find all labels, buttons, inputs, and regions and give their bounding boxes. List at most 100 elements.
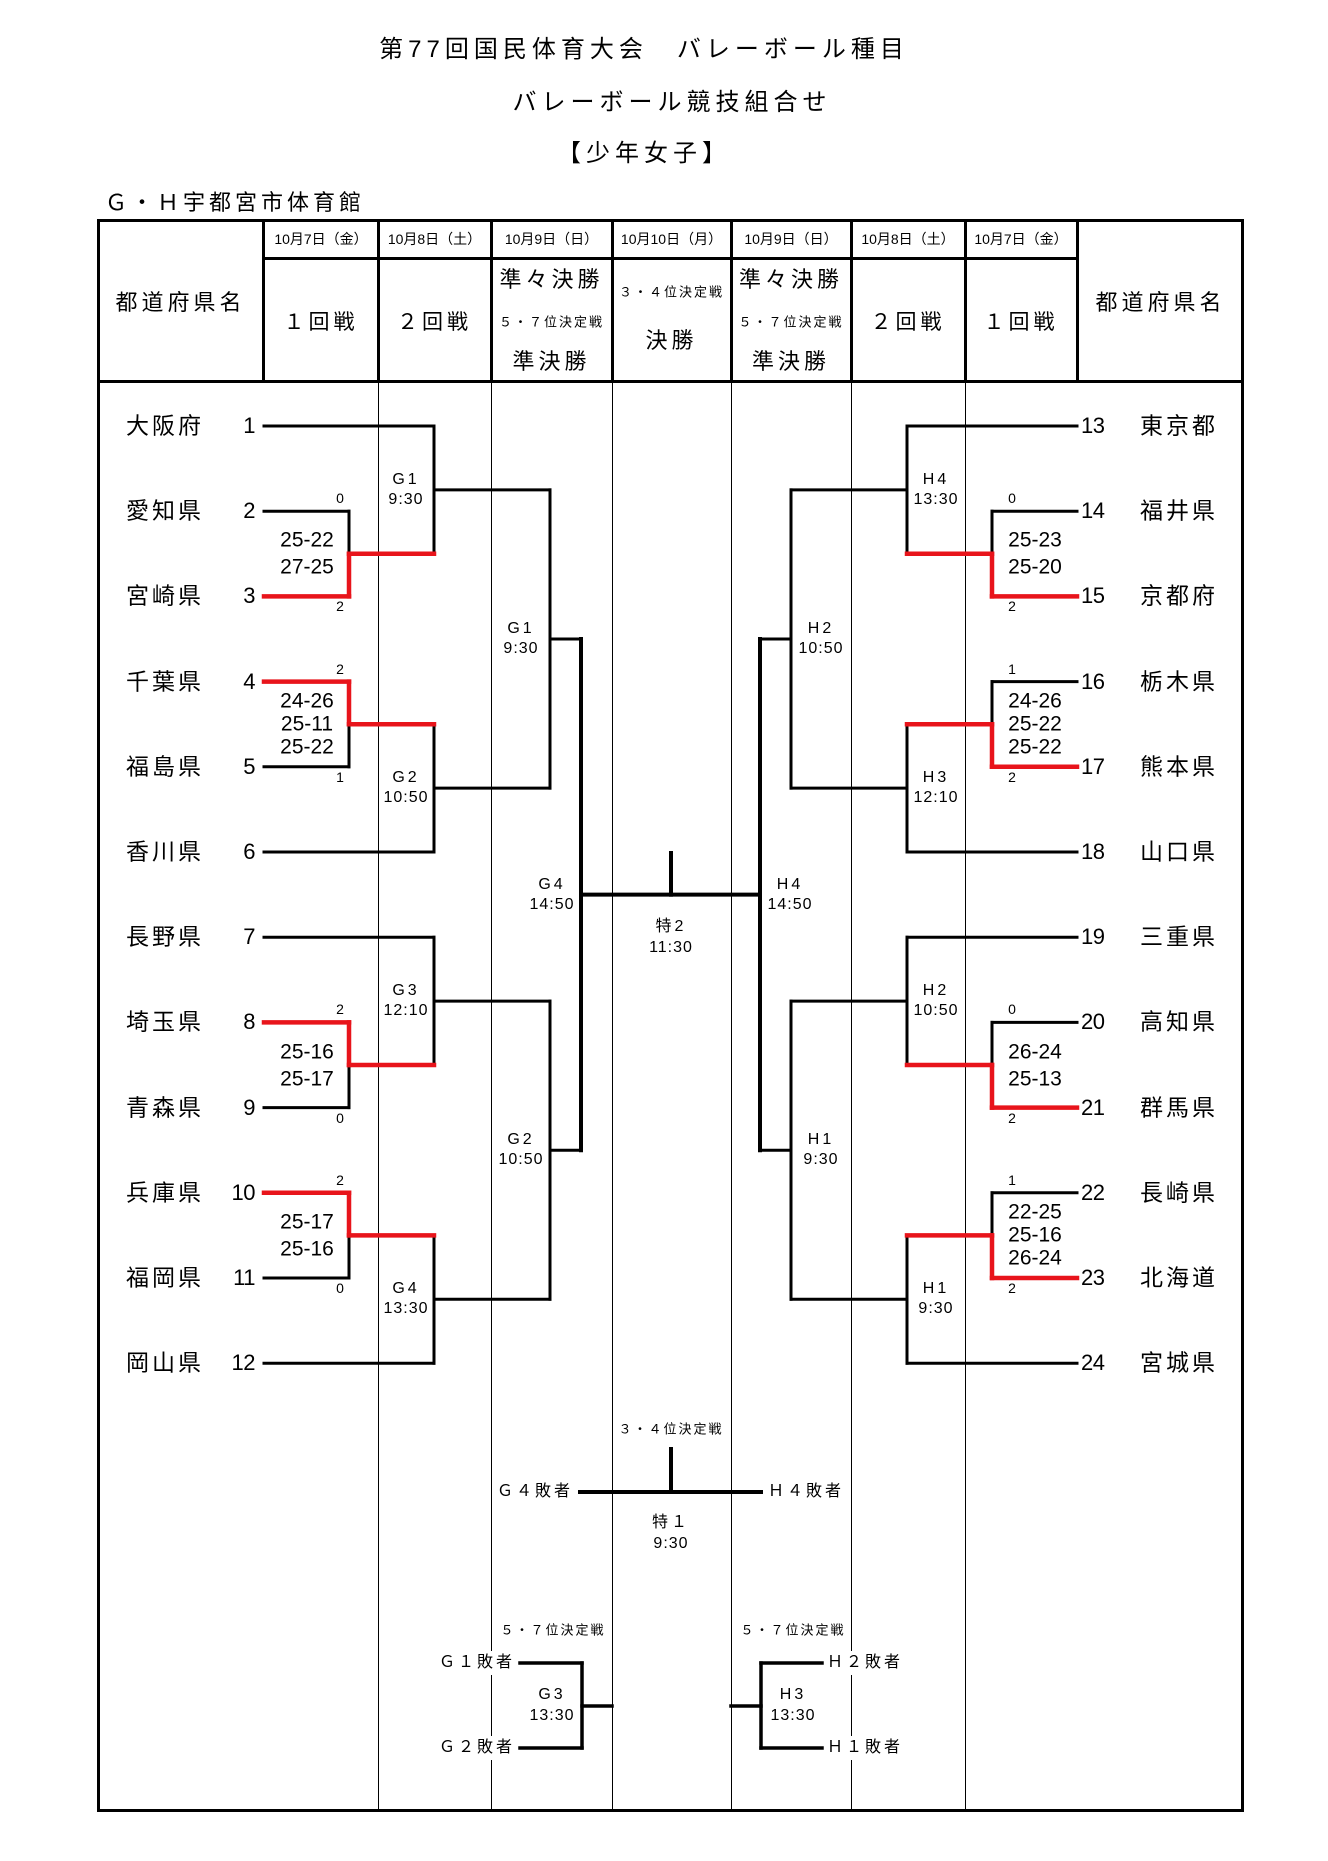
team-seed-number: 19: [1081, 924, 1105, 950]
column-date: 10月10日（月）: [612, 219, 731, 259]
match-code: H4: [776, 875, 804, 893]
header-bottom-divider: [97, 380, 1244, 383]
title-line-1: 第77回国民体育大会 バレーボール種目: [379, 36, 909, 63]
match-code: G4: [538, 875, 566, 893]
team-name: 千葉県: [126, 668, 204, 695]
set-score: 26-24: [1008, 1246, 1062, 1270]
match-code: G1: [392, 470, 420, 488]
header-column-divider: [964, 219, 967, 382]
team-seed-number: 8: [243, 1009, 255, 1035]
sets-won: 2: [1008, 598, 1016, 615]
prefecture-header-left: 都道府県名: [97, 219, 264, 382]
set-score: 24-26: [280, 689, 334, 713]
sets-won: 1: [336, 768, 344, 785]
fifth-place-match-code: G3: [538, 1686, 566, 1703]
final-match-code: 特2: [655, 917, 687, 935]
third-place-entrant-right: Ｈ４敗者: [766, 1480, 847, 1504]
header-column-divider: [1076, 219, 1079, 382]
team-name: 青森県: [126, 1094, 204, 1121]
team-name: 岡山県: [126, 1349, 204, 1376]
match-time: 9:30: [503, 640, 539, 657]
team-seed-number: 4: [243, 668, 255, 694]
set-score: 25-17: [280, 1210, 334, 1234]
match-code: H2: [922, 982, 950, 1000]
sets-won: 2: [336, 1171, 344, 1188]
team-name: 京都府: [1140, 582, 1218, 609]
sets-won: 2: [1008, 1280, 1016, 1296]
team-seed-number: 13: [1081, 413, 1105, 438]
team-seed-number: 7: [243, 924, 255, 950]
sets-won: 1: [1008, 660, 1016, 677]
prefecture-header-right: 都道府県名: [1077, 219, 1244, 382]
team-seed-number: 16: [1081, 668, 1105, 694]
sets-won: 0: [1008, 1001, 1016, 1018]
third-place-entrant-left: Ｇ４敗者: [494, 1480, 575, 1504]
date-label: 10月9日（日）: [504, 231, 599, 247]
team-seed-number: 10: [231, 1179, 256, 1205]
set-score: 25-22: [280, 735, 334, 759]
team-seed-number: 9: [243, 1094, 255, 1120]
fifth-place-title-left: ５・７位決定戦: [500, 1622, 606, 1638]
match-time: 10:50: [498, 1151, 544, 1169]
set-score: 22-25: [1008, 1200, 1062, 1224]
set-score: 25-23: [1008, 528, 1062, 552]
match-time: 10:50: [913, 1002, 959, 1020]
round-label-semifinal: 準決勝: [512, 349, 591, 374]
match-time: 9:30: [918, 1300, 954, 1318]
body-column-divider: [491, 383, 492, 1812]
date-row-divider: [264, 257, 1077, 260]
team-name: 宮城県: [1140, 1349, 1218, 1376]
column-round-first-left: １回戦: [264, 259, 378, 382]
set-score: 25-13: [1008, 1067, 1062, 1090]
match-code: H4: [922, 470, 950, 488]
team-name: 東京都: [1140, 412, 1218, 439]
match-code: G2: [507, 1131, 535, 1149]
body-column-divider: [378, 383, 379, 1812]
sets-won: 0: [336, 1280, 344, 1296]
third-place-match-code: 特１: [651, 1514, 691, 1531]
prefecture-header-label: 都道府県名: [1095, 289, 1226, 315]
match-code: H3: [922, 769, 950, 787]
header-column-divider: [490, 219, 493, 382]
fifth-place-entrant: Ｇ２敗者: [436, 1736, 517, 1760]
fifth-place-match-code: H3: [779, 1686, 807, 1703]
match-code: G2: [392, 769, 420, 787]
round-sub-label: ５・７位決定戦: [498, 314, 605, 330]
team-seed-number: 22: [1081, 1179, 1105, 1205]
prefecture-header-label: 都道府県名: [115, 289, 246, 315]
team-name: 香川県: [126, 838, 204, 865]
column-round-first-right: １回戦: [965, 259, 1077, 382]
set-score: 25-11: [280, 712, 334, 736]
date-label: 10月9日（日）: [744, 231, 838, 247]
match-time: 13:30: [383, 1300, 429, 1318]
team-name: 熊本県: [1140, 753, 1218, 780]
team-seed-number: 20: [1081, 1009, 1105, 1035]
team-seed-number: 1: [243, 413, 255, 438]
fifth-place-entrant: Ｈ１敗者: [825, 1736, 906, 1760]
date-label: 10月8日（土）: [387, 231, 482, 247]
third-place-match-time: 9:30: [653, 1535, 689, 1552]
team-seed-number: 14: [1081, 498, 1105, 524]
sets-won: 2: [336, 1001, 344, 1018]
set-score: 25-17: [280, 1067, 334, 1090]
column-round-second-right: ２回戦: [851, 259, 965, 382]
team-seed-number: 11: [233, 1265, 255, 1290]
sets-won: 0: [1008, 490, 1016, 507]
date-label: 10月7日（金）: [274, 231, 368, 247]
match-time: 14:50: [529, 895, 575, 913]
sets-won: 2: [336, 660, 344, 677]
date-label: 10月10日（月）: [620, 231, 723, 247]
column-round-quarterfinal-right: 準々決勝 ５・７位決定戦 準決勝: [731, 259, 851, 382]
final-match-time: 11:30: [649, 938, 693, 956]
fifth-place-title-right: ５・７位決定戦: [740, 1622, 846, 1638]
set-score: 27-25: [280, 555, 334, 579]
match-time: 12:10: [383, 1002, 429, 1020]
round-sub-label: ３・４位決定戦: [618, 284, 725, 300]
body-column-divider: [851, 383, 852, 1812]
match-time: 12:10: [913, 789, 959, 807]
match-code: G3: [392, 982, 420, 1000]
team-name: 埼玉県: [126, 1008, 204, 1035]
column-date: 10月9日（日）: [731, 219, 851, 259]
team-seed-number: 5: [243, 753, 255, 779]
